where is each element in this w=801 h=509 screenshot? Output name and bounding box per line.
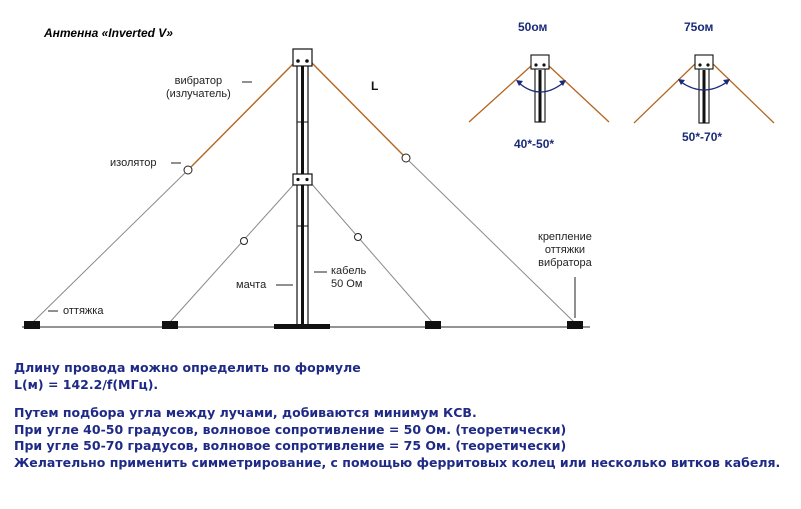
variant-50-angle: 40*-50* [514, 137, 555, 151]
middle-clamp [292, 173, 313, 186]
notes-line-1: Длину провода можно определить по формул… [14, 360, 361, 375]
vibrator-wire-left [187, 59, 298, 171]
variant-75-angle: 50*-70* [682, 130, 723, 144]
guy-line-inner-right [309, 181, 433, 323]
vibrator-label-line2: (излучатель) [166, 88, 231, 100]
notes-line-3: Путем подбора угла между лучами, добиваю… [14, 405, 477, 420]
vibrator-wire-right [308, 59, 407, 159]
mast-base [274, 324, 330, 329]
variant-50-wire-left [468, 65, 532, 123]
variant-75-wire-left [633, 63, 696, 124]
cable-label-line1: кабель [331, 265, 367, 277]
notes-block: Длину провода можно определить по формул… [14, 360, 780, 471]
insulator-inner-right [354, 233, 362, 241]
vibrator-label: вибратор (излучатель) [166, 75, 231, 101]
variant-50-arrow-right [559, 80, 566, 86]
variant-75-bolt [698, 63, 702, 67]
mount-label-line2: оттяжки [544, 244, 586, 256]
variant-50-impedance: 50ом [518, 20, 548, 34]
insulator-right [401, 153, 411, 163]
diagram-title: Антенна «Inverted V» [44, 26, 173, 40]
anchor-outer-left [24, 321, 40, 329]
guy-line-outer-right [405, 157, 576, 324]
clamp-bolt [296, 177, 300, 182]
guy-label: оттяжка [63, 305, 104, 317]
anchor-inner-right [425, 321, 441, 329]
variant-75-block [694, 54, 714, 70]
variant-50-arrow-left [516, 80, 523, 86]
mount-label-line3: вибратора [538, 257, 592, 269]
variant-75-arrow-right [723, 79, 730, 85]
insulator-label: изолятор [110, 157, 157, 169]
cable-label: кабель 50 Ом [331, 265, 366, 291]
guy-line-outer-left [31, 169, 189, 324]
cable-label-line2: 50 Ом [331, 278, 363, 290]
mount-label-line1: крепление [538, 231, 592, 243]
variant-50-bolt [534, 63, 538, 67]
guy-line-inner-left [169, 181, 297, 323]
vibrator-label-line1: вибратор [174, 75, 223, 87]
variant-50-wire-right [548, 65, 610, 123]
length-label: L [371, 79, 379, 93]
top-bolt [305, 59, 309, 63]
variant-75-impedance: 75ом [684, 20, 714, 34]
notes-formula: L(м) = 142.2/f(МГц). [14, 376, 159, 392]
variant-50-ohm-drawing [468, 54, 610, 123]
top-insulator-block [292, 48, 313, 67]
variant-50-block [530, 54, 550, 70]
variant-75-ohm-drawing [633, 54, 775, 124]
clamp-bolt [305, 177, 309, 182]
insulator-inner-left [240, 237, 248, 245]
notes-line-4: При угле 40-50 градусов, волновое сопрот… [14, 421, 567, 437]
variant-75-bolt [706, 63, 710, 67]
variant-75-angle-arc [680, 81, 728, 91]
mount-label: крепление оттяжки вибратора [538, 231, 592, 270]
notes-line-6: Желательно применить симметрирование, с … [14, 454, 781, 470]
variant-50-angle-arc [518, 82, 564, 93]
anchor-inner-left [162, 321, 178, 329]
mast-label: мачта [236, 279, 267, 291]
insulator-left [183, 165, 193, 175]
variant-75-wire-right [712, 63, 775, 124]
anchor-outer-right [567, 321, 583, 329]
top-bolt [296, 59, 300, 63]
notes-line-5: При угле 50-70 градусов, волновое сопрот… [14, 438, 567, 453]
variant-50-bolt [542, 63, 546, 67]
variant-75-arrow-left [678, 79, 685, 85]
